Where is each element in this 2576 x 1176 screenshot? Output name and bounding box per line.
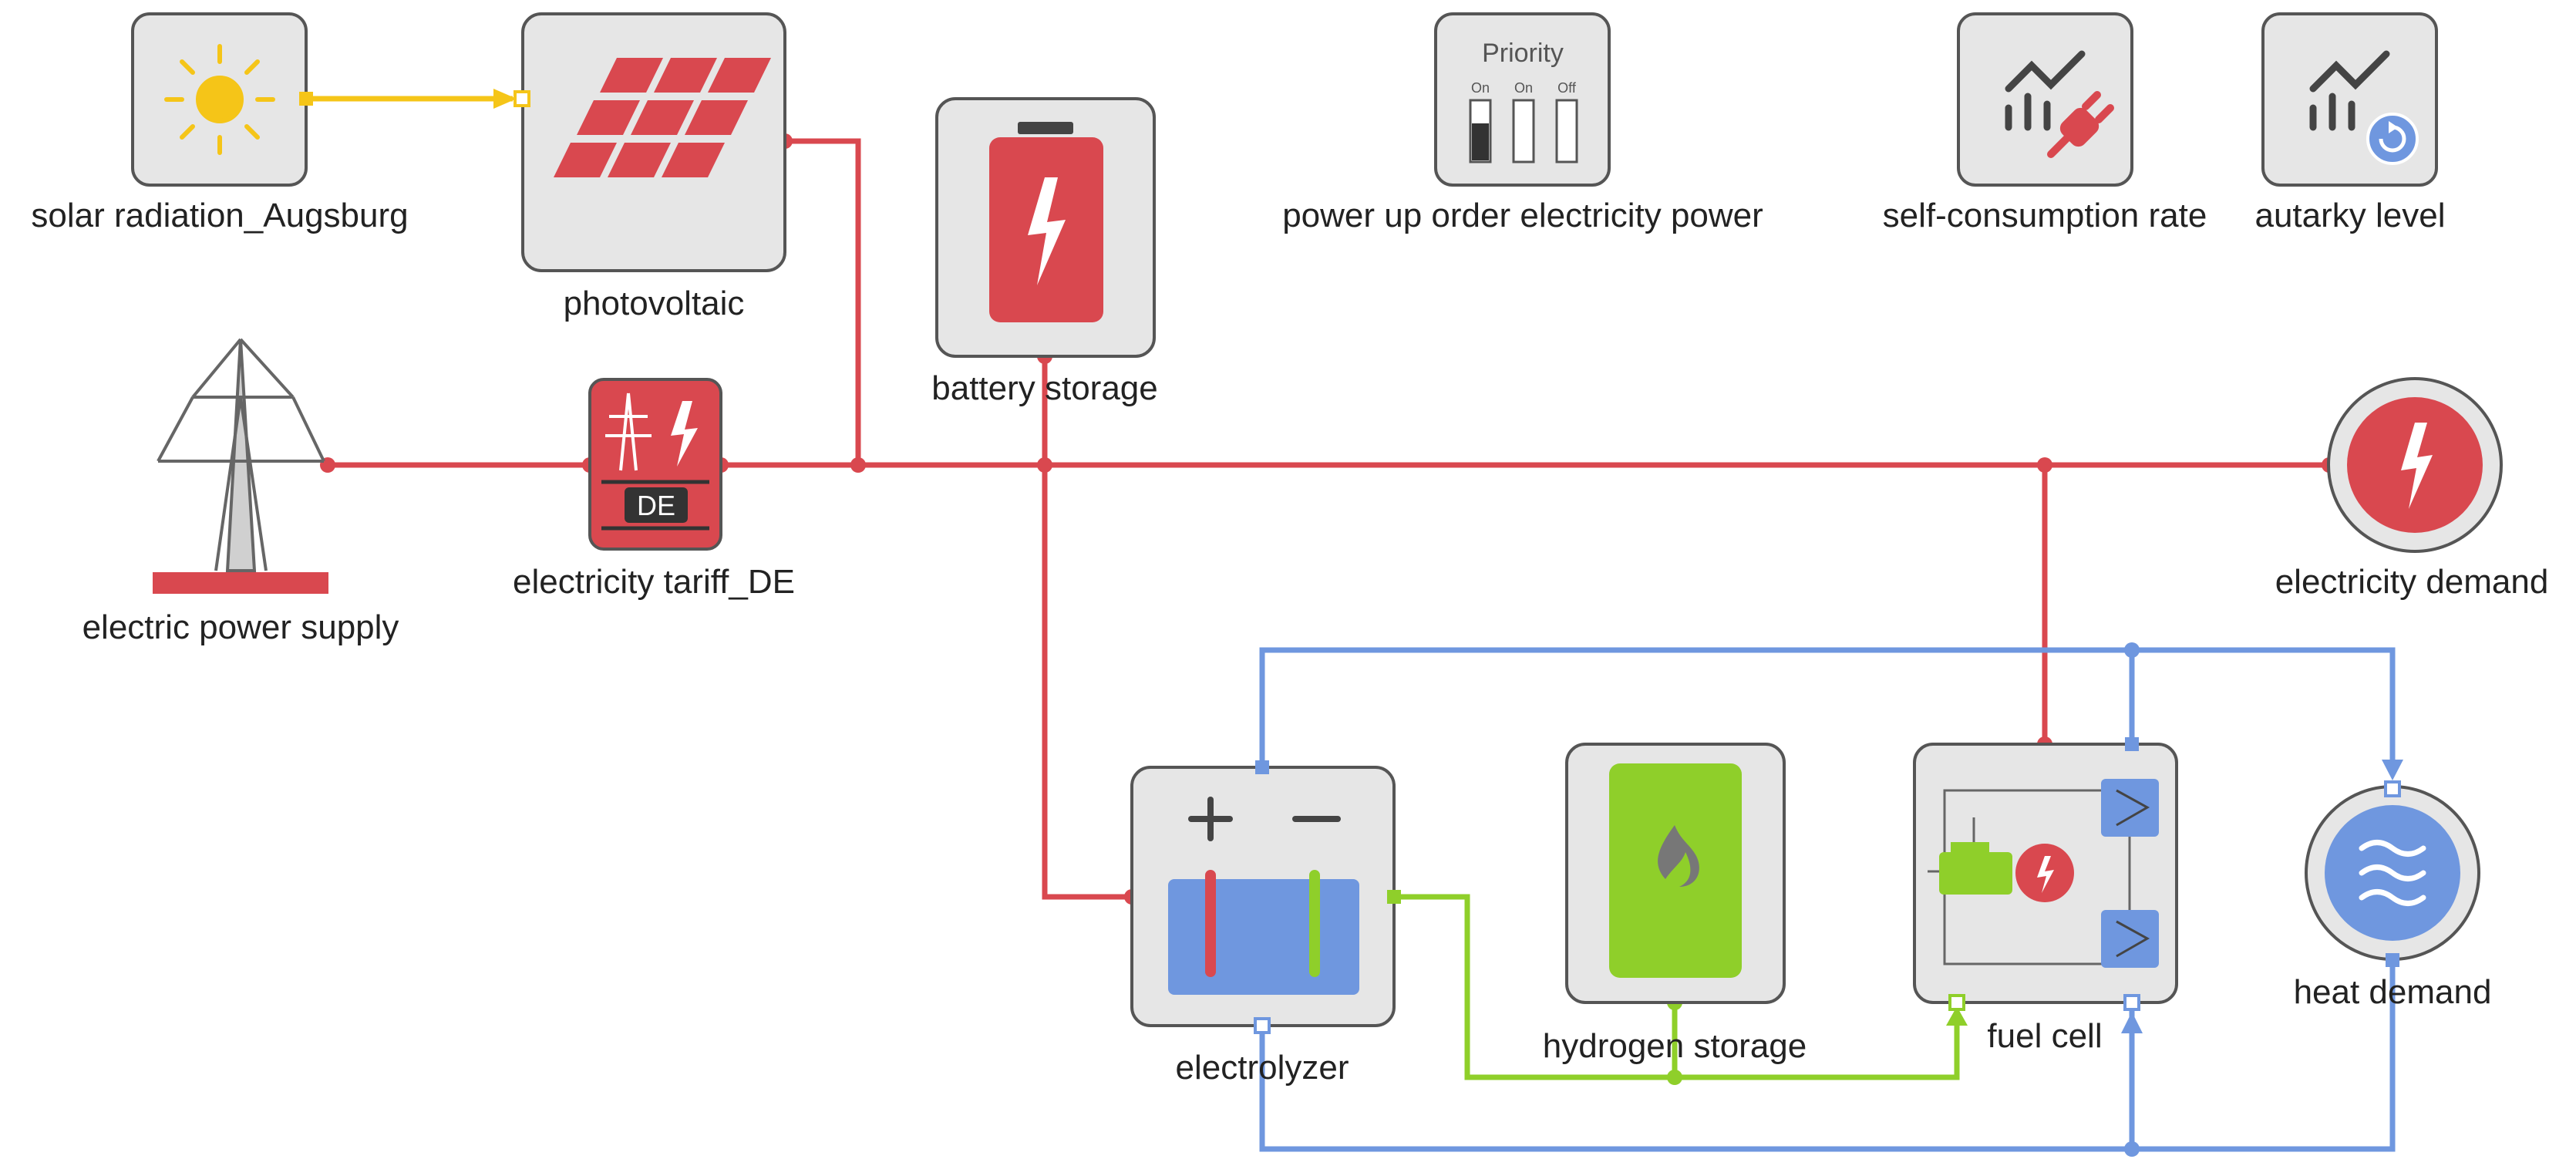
fuel-cell-node[interactable] [1913, 737, 2178, 1011]
switch-label-3: Off [1557, 80, 1577, 96]
electricity-tariff-label: electricity tariff_DE [513, 563, 795, 601]
heat-arrow-down [2382, 760, 2403, 780]
wave-icon [2359, 840, 2426, 906]
electrolyzer-node[interactable] [1130, 760, 1401, 1034]
fuel-cell-label: fuel cell [1987, 1017, 2103, 1055]
plug-icon [2047, 91, 2114, 158]
solar-node[interactable] [131, 12, 313, 187]
autarky-node[interactable] [2261, 12, 2438, 187]
tariff-badge: DE [637, 490, 675, 521]
pv-connection[interactable] [785, 138, 861, 465]
autarky-label: autarky level [2254, 197, 2446, 234]
self-consumption-label: self-consumption rate [1882, 197, 2207, 234]
switch-label-2: On [1514, 80, 1533, 96]
hydrogen-arrow-up [1946, 1006, 1968, 1026]
electricity-tariff-node[interactable]: DE [588, 378, 722, 551]
chart-icon [2309, 50, 2390, 131]
electrolyzer-label: electrolyzer [1175, 1049, 1349, 1087]
tower-icon [605, 393, 652, 471]
switch-label-1: On [1471, 80, 1490, 96]
hydrogen-line[interactable] [1394, 894, 1960, 1080]
chart-icon [2005, 50, 2086, 131]
electricity-demand-label: electricity demand [2275, 563, 2549, 601]
lightning-icon [2037, 856, 2054, 893]
priority-label: power up order electricity power [1282, 197, 1763, 234]
priority-node[interactable]: Priority On On Off [1434, 12, 1611, 187]
lightning-icon [2401, 423, 2433, 509]
solar-panel-icon [554, 58, 771, 177]
switch-icons [1469, 99, 1578, 163]
lightning-icon [1028, 177, 1066, 285]
plus-minus-icons [1188, 797, 1341, 841]
lightning-icon [671, 401, 698, 467]
heat-return-line[interactable] [1259, 960, 2396, 1152]
heat-demand-label: heat demand [2293, 973, 2492, 1011]
motor-icon [1939, 842, 2012, 895]
battery-node[interactable] [935, 97, 1156, 358]
heat-demand-node[interactable] [2305, 780, 2480, 967]
heat-exchanger-icon [2116, 789, 2150, 958]
photovoltaic-node[interactable] [514, 12, 786, 272]
priority-title: Priority [1482, 39, 1564, 68]
electricity-demand-node[interactable] [2327, 377, 2503, 553]
self-consumption-node[interactable] [1957, 12, 2133, 187]
hydrogen-storage-label: hydrogen storage [1542, 1027, 1807, 1065]
electric-power-supply-node[interactable] [153, 338, 328, 594]
refresh-icon [2366, 113, 2419, 165]
flame-icon [1658, 825, 1699, 887]
power-tower-icon [157, 338, 325, 572]
electrolyzer-electric-connection[interactable] [1042, 465, 1132, 900]
photovoltaic-label: photovoltaic [563, 285, 745, 322]
electric-power-supply-label: electric power supply [82, 608, 399, 646]
heat-arrow-up [2121, 1012, 2143, 1033]
battery-label: battery storage [931, 369, 1158, 407]
sun-icon [164, 44, 275, 155]
solar-label: solar radiation_Augsburg [31, 197, 409, 234]
solar-arrow [493, 89, 517, 109]
hydrogen-storage-node[interactable] [1565, 743, 1786, 1004]
heat-supply-line[interactable] [1259, 647, 2396, 775]
